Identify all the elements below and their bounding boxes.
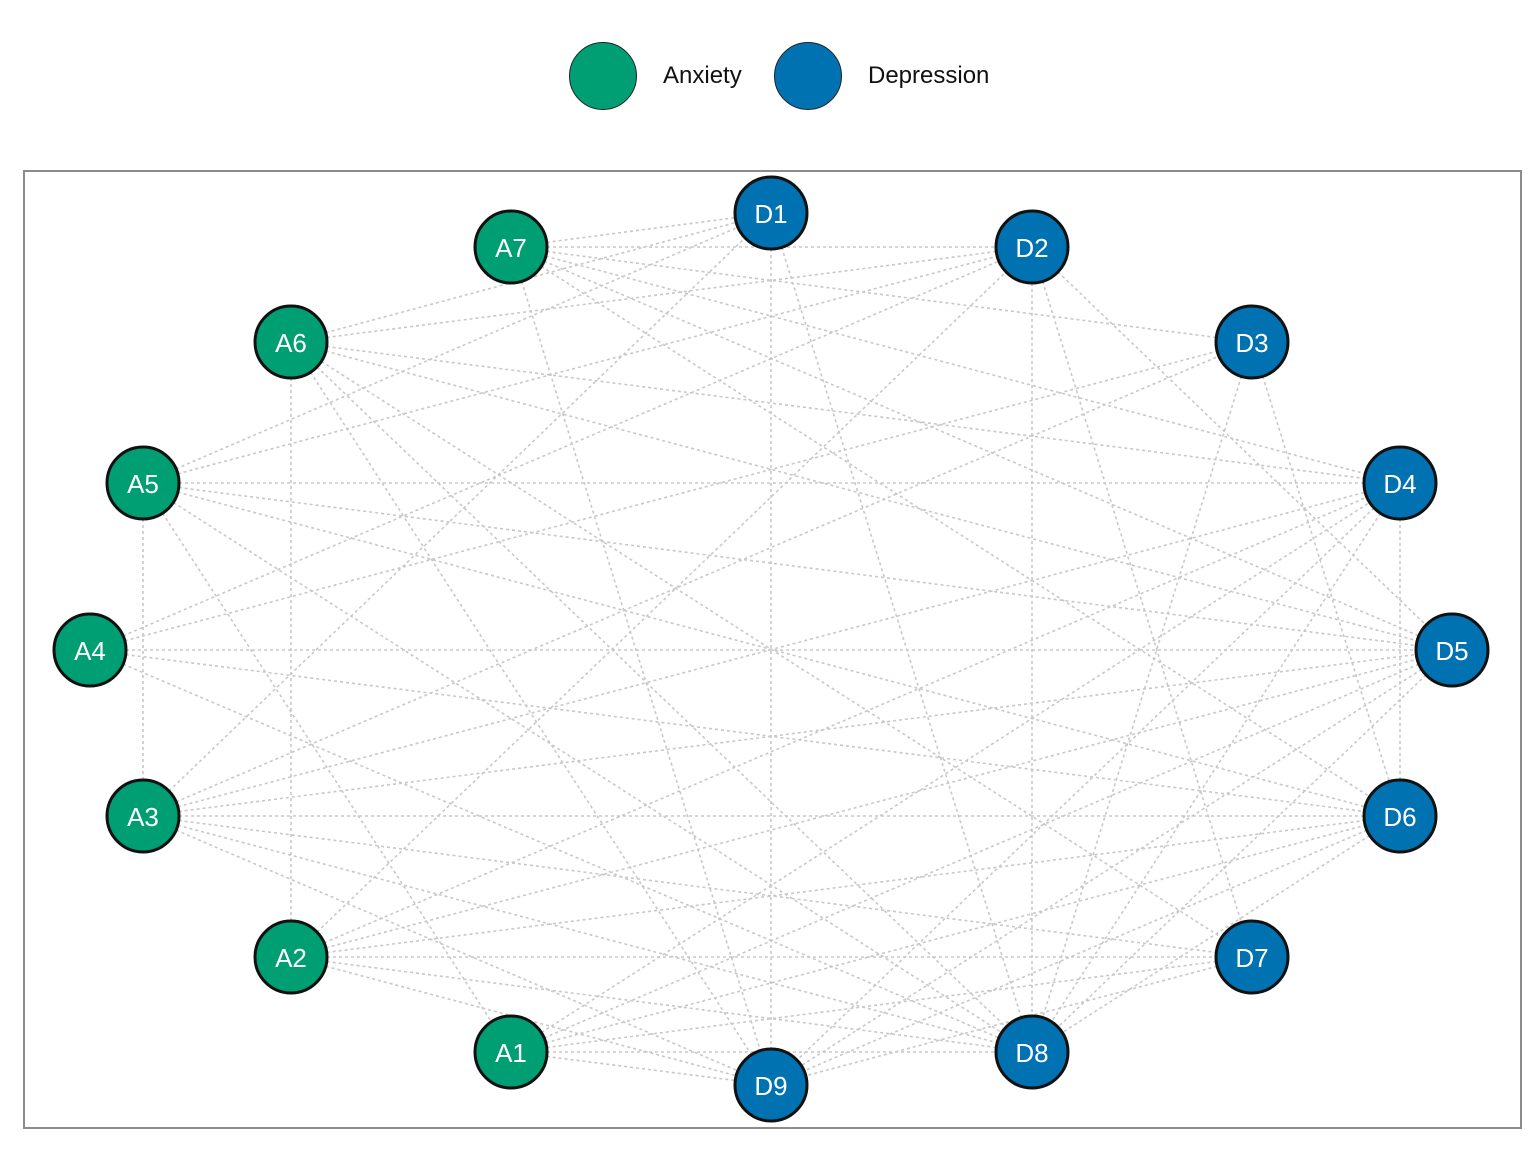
edge-a1-d4 — [510, 482, 1401, 1053]
legend-item-depression: Depression — [774, 42, 989, 110]
edge-a2-d2 — [290, 246, 1033, 958]
edge-a3-d4 — [142, 482, 1401, 817]
node-label-a5: A5 — [127, 469, 159, 499]
edge-a7-d1 — [510, 212, 772, 248]
edge-d2-d5 — [1031, 246, 1453, 651]
node-circle-a5 — [105, 445, 181, 521]
edge-a6-d9 — [290, 341, 772, 1086]
node-circle-a3 — [105, 778, 181, 854]
edge-a4-d2 — [89, 246, 1033, 651]
node-d3: D3 — [1214, 304, 1290, 380]
edge-a6-d5 — [290, 341, 1453, 651]
legend-swatch-depression — [774, 42, 842, 110]
node-d7: D7 — [1214, 919, 1290, 995]
legend: Anxiety Depression — [0, 0, 1536, 160]
node-label-d6: D6 — [1383, 802, 1416, 832]
node-label-a6: A6 — [275, 328, 307, 358]
node-circle-a1 — [473, 1014, 549, 1090]
edge-d4-d9 — [770, 482, 1401, 1086]
node-circle-d9 — [733, 1047, 809, 1123]
legend-label-depression: Depression — [868, 62, 990, 89]
node-a5: A5 — [105, 445, 181, 521]
node-label-d3: D3 — [1235, 328, 1268, 358]
node-label-d7: D7 — [1235, 943, 1268, 973]
edge-a5-d5 — [142, 482, 1453, 651]
edge-a1-d9 — [510, 1051, 772, 1086]
edge-d6-d9 — [770, 815, 1401, 1086]
edge-a6-d4 — [290, 341, 1401, 484]
node-label-a4: A4 — [74, 636, 106, 666]
node-label-d2: D2 — [1015, 233, 1048, 263]
node-circle-a7 — [473, 209, 549, 285]
node-label-a1: A1 — [495, 1038, 527, 1068]
edge-a3-d7 — [142, 815, 1253, 958]
node-label-a2: A2 — [275, 943, 307, 973]
node-d4: D4 — [1362, 445, 1438, 521]
edge-a7-d6 — [510, 246, 1401, 817]
node-circle-d3 — [1214, 304, 1290, 380]
node-circle-d6 — [1362, 778, 1438, 854]
edge-a3-d5 — [142, 649, 1453, 817]
edge-a2-d8 — [290, 956, 1033, 1053]
node-label-a3: A3 — [127, 802, 159, 832]
edge-d6-d8 — [1031, 815, 1401, 1053]
node-circle-d7 — [1214, 919, 1290, 995]
node-label-d5: D5 — [1435, 636, 1468, 666]
node-circle-a4 — [52, 612, 128, 688]
node-a6: A6 — [253, 304, 329, 380]
node-label-d9: D9 — [754, 1071, 787, 1101]
node-label-a7: A7 — [495, 233, 527, 263]
edge-a7-d9 — [510, 246, 772, 1086]
edge-a5-d1 — [142, 212, 772, 484]
edge-d3-d6 — [1251, 341, 1401, 817]
edge-a7-d3 — [510, 246, 1253, 343]
node-circle-d1 — [733, 175, 809, 251]
legend-swatch-anxiety — [569, 42, 637, 110]
node-label-d1: D1 — [754, 199, 787, 229]
edge-d2-d7 — [1031, 246, 1253, 958]
node-circle-d4 — [1362, 445, 1438, 521]
node-circle-d8 — [994, 1014, 1070, 1090]
edge-a4-d6 — [89, 649, 1401, 817]
edge-a3-d9 — [142, 815, 772, 1086]
node-label-d4: D4 — [1383, 469, 1416, 499]
node-d1: D1 — [733, 175, 809, 251]
edge-d4-d8 — [1031, 482, 1401, 1053]
node-a7: A7 — [473, 209, 549, 285]
edge-layer — [89, 212, 1453, 1086]
node-a3: A3 — [105, 778, 181, 854]
node-d6: D6 — [1362, 778, 1438, 854]
edge-d3-d8 — [1031, 341, 1253, 1053]
node-label-d8: D8 — [1015, 1038, 1048, 1068]
node-circle-d5 — [1414, 612, 1490, 688]
edge-a1-d7 — [510, 956, 1253, 1053]
edge-a3-d1 — [142, 212, 772, 817]
edge-d1-d8 — [770, 212, 1033, 1053]
legend-label-anxiety: Anxiety — [663, 62, 742, 89]
node-circle-a6 — [253, 304, 329, 380]
edge-d5-d9 — [770, 649, 1453, 1086]
edge-d5-d8 — [1031, 649, 1453, 1053]
node-a1: A1 — [473, 1014, 549, 1090]
plot-panel-border — [23, 170, 1522, 1129]
edge-a6-d2 — [290, 246, 1033, 343]
edge-a4-d3 — [89, 341, 1253, 651]
node-d8: D8 — [994, 1014, 1070, 1090]
node-circle-d2 — [994, 209, 1070, 285]
node-d5: D5 — [1414, 612, 1490, 688]
node-d2: D2 — [994, 209, 1070, 285]
node-circle-a2 — [253, 919, 329, 995]
edge-a5-d8 — [142, 482, 1033, 1053]
node-d9: D9 — [733, 1047, 809, 1123]
edge-a1-d5 — [510, 649, 1453, 1053]
node-a4: A4 — [52, 612, 128, 688]
node-a2: A2 — [253, 919, 329, 995]
edge-a2-d5 — [290, 649, 1453, 958]
legend-item-anxiety: Anxiety — [569, 42, 742, 110]
